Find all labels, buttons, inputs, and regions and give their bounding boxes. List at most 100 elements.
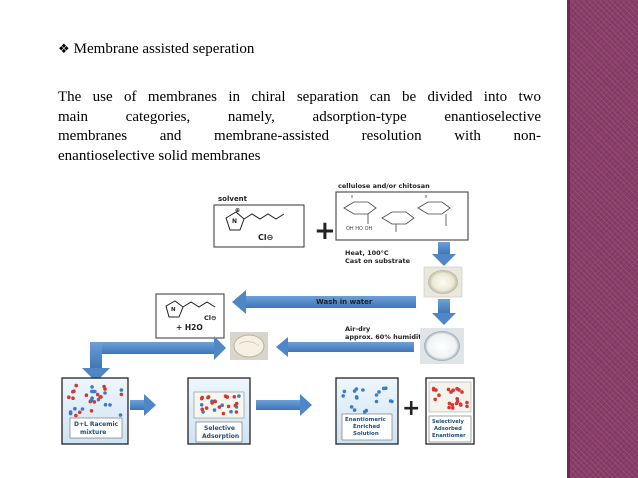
molecule-dot: [341, 394, 346, 398]
molecule-dot: [67, 395, 71, 399]
molecule-dot: [226, 404, 231, 409]
airdry-label: Air-dry: [345, 325, 371, 333]
chloride-label: Cl⊖: [258, 233, 273, 242]
molecule-dot: [377, 390, 381, 394]
paragraph-line-3: membranes and membrane-assisted resoluti…: [58, 128, 541, 144]
molecule-dot: [460, 390, 464, 394]
adsorption-label-1: Selective: [204, 425, 235, 432]
molecule-dot: [465, 400, 469, 405]
molecule-dot: [103, 387, 107, 391]
molecule-dot: [99, 395, 103, 399]
molecule-dot: [71, 396, 75, 400]
molecule-dot: [234, 405, 239, 409]
molecule-dot: [212, 399, 217, 403]
paragraph-line-1: The use of membranes in chiral separatio…: [58, 89, 541, 105]
molecule-dot: [447, 401, 452, 406]
diagram-svg: solvent N ⊕ Cl⊖ + cellulose and/or chito…: [61, 182, 475, 445]
molecule-dot: [204, 406, 209, 410]
enriched-label-1: Enantiomeric: [345, 417, 386, 423]
airdry-arrow-icon: [276, 337, 414, 357]
molecule-dot: [119, 388, 124, 392]
molecule-dot: [103, 391, 107, 395]
molecule-dot: [234, 401, 239, 406]
molecule-dot: [84, 393, 89, 397]
molecule-dot: [384, 386, 388, 390]
structure-fragment-text: OH HO OH: [346, 226, 373, 232]
molecule-dot: [232, 395, 237, 399]
molecule-dot: [90, 396, 94, 400]
molecule-dot: [234, 410, 239, 414]
selectively-adsorbed-box: Selectively Adsorbed Enantiomer: [425, 377, 475, 445]
molecule-dot: [89, 409, 94, 413]
molecule-dot: [118, 413, 123, 417]
molecule-dot: [446, 387, 451, 392]
molecule-dot: [458, 402, 463, 406]
down-arrow-2-icon: [432, 299, 456, 325]
enriched-label-2: Enriched: [353, 424, 380, 430]
solvent-molecule-box: solvent N ⊕ Cl⊖: [213, 195, 305, 248]
molecule-dot: [229, 409, 233, 414]
cellulose-label: cellulose and/or chitosan: [338, 182, 430, 190]
molecule-dot: [74, 383, 78, 388]
wash-label: Wash in water: [316, 298, 373, 306]
molecule-dot: [342, 389, 347, 394]
water-label: + H2O: [176, 323, 203, 332]
molecule-dot: [354, 395, 359, 399]
molecule-dot: [362, 410, 367, 414]
beaker-selective-adsorption: Selective Adsorption: [187, 377, 251, 445]
adsorbed-label-2: Adsorbed: [434, 426, 462, 432]
molecule-dot: [108, 403, 112, 407]
slide-heading: ❖Membrane assisted seperation: [58, 41, 254, 58]
molecule-dot: [74, 413, 78, 418]
molecule-dot: [223, 394, 228, 398]
arrow-to-enriched-icon: [256, 394, 312, 416]
molecule-dot: [237, 394, 241, 398]
cellulose-structure-box: cellulose and/or chitosan OH HO OH: [335, 182, 469, 241]
molecule-dot: [73, 406, 77, 411]
racemic-label-2: mixture: [80, 429, 106, 436]
plus-sign-icon: +: [314, 216, 336, 246]
chloride-label-2: Cl⊖: [204, 314, 216, 322]
beaker-racemic: D+L Racemic mixture: [61, 377, 129, 445]
racemic-label-1: D+L Racemic: [74, 421, 119, 428]
molecule-dot: [90, 385, 94, 389]
molecule-dot: [437, 393, 441, 397]
wash-arrow-icon: [232, 290, 416, 314]
molecule-dot: [217, 405, 222, 409]
recovered-solvent-box: N Cl⊖ + H2O: [155, 293, 225, 339]
molecule-dot: [220, 403, 224, 407]
n-atom-label-1: N: [232, 218, 237, 225]
molecule-dot: [361, 388, 365, 392]
molecule-dot: [450, 403, 455, 407]
molecule-dot: [68, 411, 73, 416]
molecule-dot: [431, 388, 436, 392]
petri-dish-photo-1: [423, 266, 463, 298]
decorative-side-band: [567, 0, 638, 478]
diamond-bullet-icon: ❖: [58, 42, 70, 57]
molecule-dot: [206, 395, 210, 400]
molecule-dot: [91, 389, 96, 394]
molecule-dot: [352, 408, 357, 412]
molecule-dot: [78, 410, 82, 415]
molecule-dot: [95, 392, 100, 397]
membrane-separation-diagram: solvent N ⊕ Cl⊖ + cellulose and/or chito…: [56, 178, 476, 450]
body-paragraph: The use of membranes in chiral separatio…: [58, 88, 541, 166]
adsorbed-label-1: Selectively: [432, 419, 465, 425]
molecule-dot: [374, 393, 379, 397]
molecule-dot: [80, 407, 85, 411]
paragraph-line-4: enantioselective solid membranes: [58, 147, 261, 164]
molecule-dot: [200, 407, 204, 412]
molecule-dot: [210, 401, 214, 405]
bent-arrow-icon: [82, 336, 226, 382]
plus-sign-2-icon: +: [402, 396, 420, 421]
membrane-photo-1: [230, 332, 268, 360]
paragraph-line-2: main categories, namely, adsorption-type…: [58, 108, 541, 125]
molecule-dot: [374, 399, 379, 404]
molecule-dot: [119, 392, 124, 397]
humidity-label: approx. 60% humidity: [345, 333, 426, 341]
molecule-dot: [388, 399, 393, 403]
cast-label: Cast on substrate: [345, 257, 411, 265]
molecule-dot: [451, 406, 455, 410]
molecule-dot: [103, 402, 108, 407]
